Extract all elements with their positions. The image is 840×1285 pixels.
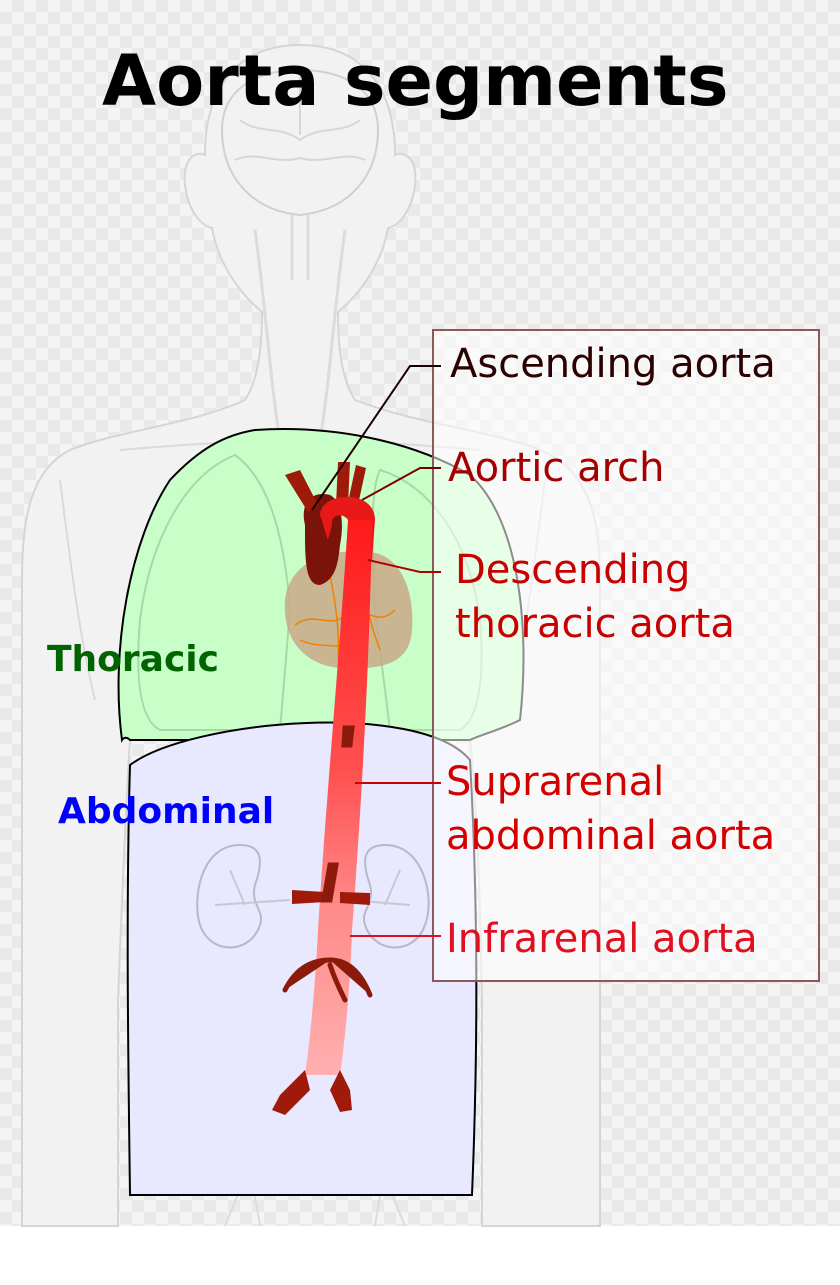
label-abdominal-region: Abdominal xyxy=(58,791,275,832)
renal-arteries xyxy=(292,890,370,905)
kidneys xyxy=(196,843,430,949)
leader-lines xyxy=(311,365,441,937)
bottom-margin xyxy=(0,1226,840,1285)
visceral-branches xyxy=(282,725,373,1003)
diagram-title: Aorta segments xyxy=(102,40,729,122)
leader-ascending xyxy=(311,365,441,511)
abdominal-region xyxy=(126,721,478,1196)
label-suprarenal-line2: abdominal aorta xyxy=(446,813,776,859)
label-thoracic-region: Thoracic xyxy=(47,639,219,680)
leader-arch xyxy=(361,467,441,501)
legend-box xyxy=(432,329,820,982)
descending-aorta xyxy=(305,520,372,1075)
label-suprarenal-line1: Suprarenal xyxy=(446,759,665,805)
label-aortic-arch: Aortic arch xyxy=(448,445,665,491)
label-infrarenal-aorta: Infrarenal aorta xyxy=(446,916,758,962)
aorta xyxy=(272,462,375,1115)
leader-descending xyxy=(367,559,441,573)
label-descending-line2: thoracic aorta xyxy=(455,601,735,647)
label-ascending-aorta: Ascending aorta xyxy=(450,341,776,387)
left-lung xyxy=(137,453,292,731)
iliac-arteries xyxy=(272,1070,352,1115)
label-descending-line1: Descending xyxy=(455,547,691,593)
